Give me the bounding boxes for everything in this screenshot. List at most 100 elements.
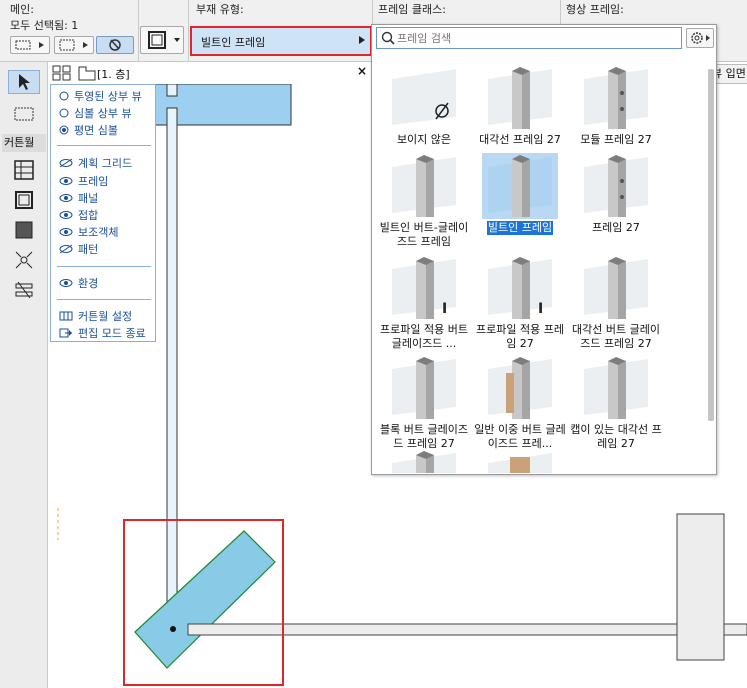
marquee-tool-button[interactable] <box>8 102 40 126</box>
toggle-frame[interactable]: 프레임 <box>59 174 108 188</box>
frame-type-item[interactable]: 빌트인 버트-글레이즈드 프레임 <box>376 153 472 249</box>
frame-thumbnail-icon: I <box>386 255 462 321</box>
frame-thumbnail-icon <box>386 153 462 219</box>
cw-accessory-tool-button[interactable] <box>8 278 40 302</box>
toggle-pattern[interactable]: 패턴 <box>59 242 98 256</box>
dotted-arrow-icon <box>15 40 44 50</box>
frame-search-input[interactable] <box>397 30 677 46</box>
curtain-wall-section-label: 커튼월 <box>2 134 46 152</box>
view-option-symbol[interactable]: 심볼 상부 뷰 <box>59 106 132 120</box>
plan-drawing <box>57 83 747 669</box>
accessory-tool-icon <box>15 281 33 299</box>
floor-tab-label[interactable]: [1. 층] <box>97 68 130 81</box>
close-icon[interactable]: × <box>357 64 368 78</box>
cw-grid-tool-button[interactable] <box>8 158 40 182</box>
arrow-settings-button[interactable] <box>10 36 50 54</box>
frame-search-box[interactable] <box>376 27 682 49</box>
frame-thumbnail-icon <box>386 65 462 131</box>
frame-type-button[interactable] <box>140 26 184 54</box>
cw-frame-tool-button[interactable] <box>8 188 40 212</box>
view-option-plan-symbol[interactable]: 평면 심볼 <box>59 123 118 137</box>
highlight-box <box>123 519 284 686</box>
radio-icon <box>59 108 69 118</box>
frame-type-caption: 일반 이중 버트 글레이즈드 프레... <box>474 423 566 450</box>
frame-type-item[interactable]: 캡이 있는 대각선 프레임 27 <box>568 355 664 451</box>
frame-thumbnail-partial <box>482 449 558 473</box>
frame-type-caption: 프로파일 적용 버트 글레이즈드 ... <box>380 323 468 350</box>
select-all-label: 모두 선택됨: 1 <box>10 19 79 32</box>
curtain-wall-view-popup: 투영된 상부 뷰 심볼 상부 뷰 평면 심볼 계획 그리드 프레임 패널 접합 … <box>50 84 156 342</box>
toggle-grid[interactable]: 계획 그리드 <box>59 156 132 170</box>
frame-thumbnail-icon: I <box>482 255 558 321</box>
frame-type-caption: 빌트인 버트-글레이즈드 프레임 <box>379 221 469 248</box>
grid-settings-icon <box>59 311 73 321</box>
radio-selected-icon <box>59 125 69 135</box>
navigator-icon[interactable] <box>52 65 72 84</box>
cw-junction-tool-button[interactable] <box>8 248 40 272</box>
frame-type-item[interactable]: I 프로파일 적용 버트 글레이즈드 ... <box>376 255 472 351</box>
eye-icon <box>59 228 73 236</box>
frame-thumbnail-partial <box>386 449 462 473</box>
frame-type-item[interactable]: 대각선 버트 글레이즈드 프레임 27 <box>568 255 664 351</box>
eye-icon <box>59 177 73 185</box>
frame-thumbnail-icon <box>578 255 654 321</box>
cw-panel-tool-button[interactable] <box>8 218 40 242</box>
frame-type-caption: 프로파일 적용 프레임 27 <box>476 323 564 350</box>
frame-thumbnail-icon <box>578 65 654 131</box>
frame-thumbnail-icon <box>482 355 558 421</box>
frame-type-item[interactable]: I 프로파일 적용 프레임 27 <box>472 255 568 351</box>
frame-type-caption: 빌트인 프레임 <box>486 221 554 235</box>
frame-type-item[interactable]: 프레임 27 <box>568 153 664 235</box>
eye-icon <box>59 211 73 219</box>
frame-thumbnail-icon <box>482 65 558 131</box>
eye-hidden-icon <box>59 158 73 168</box>
frame-square-icon <box>148 31 180 49</box>
exit-edit-mode-link[interactable]: 편집 모드 종료 <box>59 326 146 340</box>
frame-type-caption: 대각선 버트 글레이즈드 프레임 27 <box>572 323 660 350</box>
frame-type-item[interactable]: 일반 이중 버트 글레이즈드 프레... <box>472 355 568 451</box>
frame-tool-icon <box>15 191 33 209</box>
magic-wand-button[interactable] <box>96 36 134 54</box>
view-option-projected[interactable]: 투영된 상부 뷰 <box>59 89 142 103</box>
arrow-tool-button[interactable] <box>8 70 40 94</box>
junction-tool-icon <box>15 251 33 269</box>
search-icon <box>381 31 395 45</box>
frame-thumbnail-icon <box>578 153 654 219</box>
svg-text:I: I <box>538 301 543 317</box>
pointer-arrow-icon <box>19 74 30 90</box>
toggle-environment[interactable]: 환경 <box>59 276 98 290</box>
floor-tab-header: [1. 층] × <box>50 62 370 84</box>
gear-icon <box>691 32 710 44</box>
marquee-settings-button[interactable] <box>54 36 94 54</box>
frame-type-caption: 캡이 있는 대각선 프레임 27 <box>570 423 662 450</box>
frame-type-item[interactable]: 빌트인 프레임 <box>472 153 568 235</box>
frame-type-item[interactable]: 블록 버트 글레이즈드 프레임 27 <box>376 355 472 451</box>
frame-thumbnail-icon <box>386 355 462 421</box>
gallery-scrollbar[interactable] <box>708 69 714 421</box>
svg-text:I: I <box>442 301 447 317</box>
frame-type-item[interactable]: 보이지 않은 <box>376 65 472 147</box>
marquee-icon <box>59 39 88 51</box>
member-type-value: 빌트인 프레임 <box>201 36 266 49</box>
main-label: 메인: <box>10 3 34 16</box>
elevation-view-tab[interactable]: 뷰 입면 <box>709 64 747 84</box>
frame-type-caption: 보이지 않은 <box>396 133 452 146</box>
curtain-wall-settings-link[interactable]: 커튼월 설정 <box>59 309 132 323</box>
toggle-panel[interactable]: 패널 <box>59 191 98 205</box>
frame-type-caption: 프레임 27 <box>592 221 640 234</box>
eye-hidden-icon <box>59 244 73 254</box>
frame-thumbnail-icon <box>482 153 558 219</box>
frame-type-item[interactable]: 모듈 프레임 27 <box>568 65 664 147</box>
frame-thumbnail-icon <box>578 355 654 421</box>
chevron-right-icon <box>359 35 365 48</box>
gallery-options-button[interactable] <box>686 28 714 48</box>
upper-panel <box>154 83 292 126</box>
frame-type-item[interactable]: 대각선 프레임 27 <box>472 65 568 147</box>
member-type-dropdown[interactable]: 빌트인 프레임 <box>190 26 372 56</box>
toggle-accessory[interactable]: 보조객체 <box>59 225 118 239</box>
toggle-junction[interactable]: 접합 <box>59 208 98 222</box>
selected-point <box>170 626 176 632</box>
rotate-icon <box>109 39 121 51</box>
toolbox: 커튼월 <box>0 62 48 688</box>
